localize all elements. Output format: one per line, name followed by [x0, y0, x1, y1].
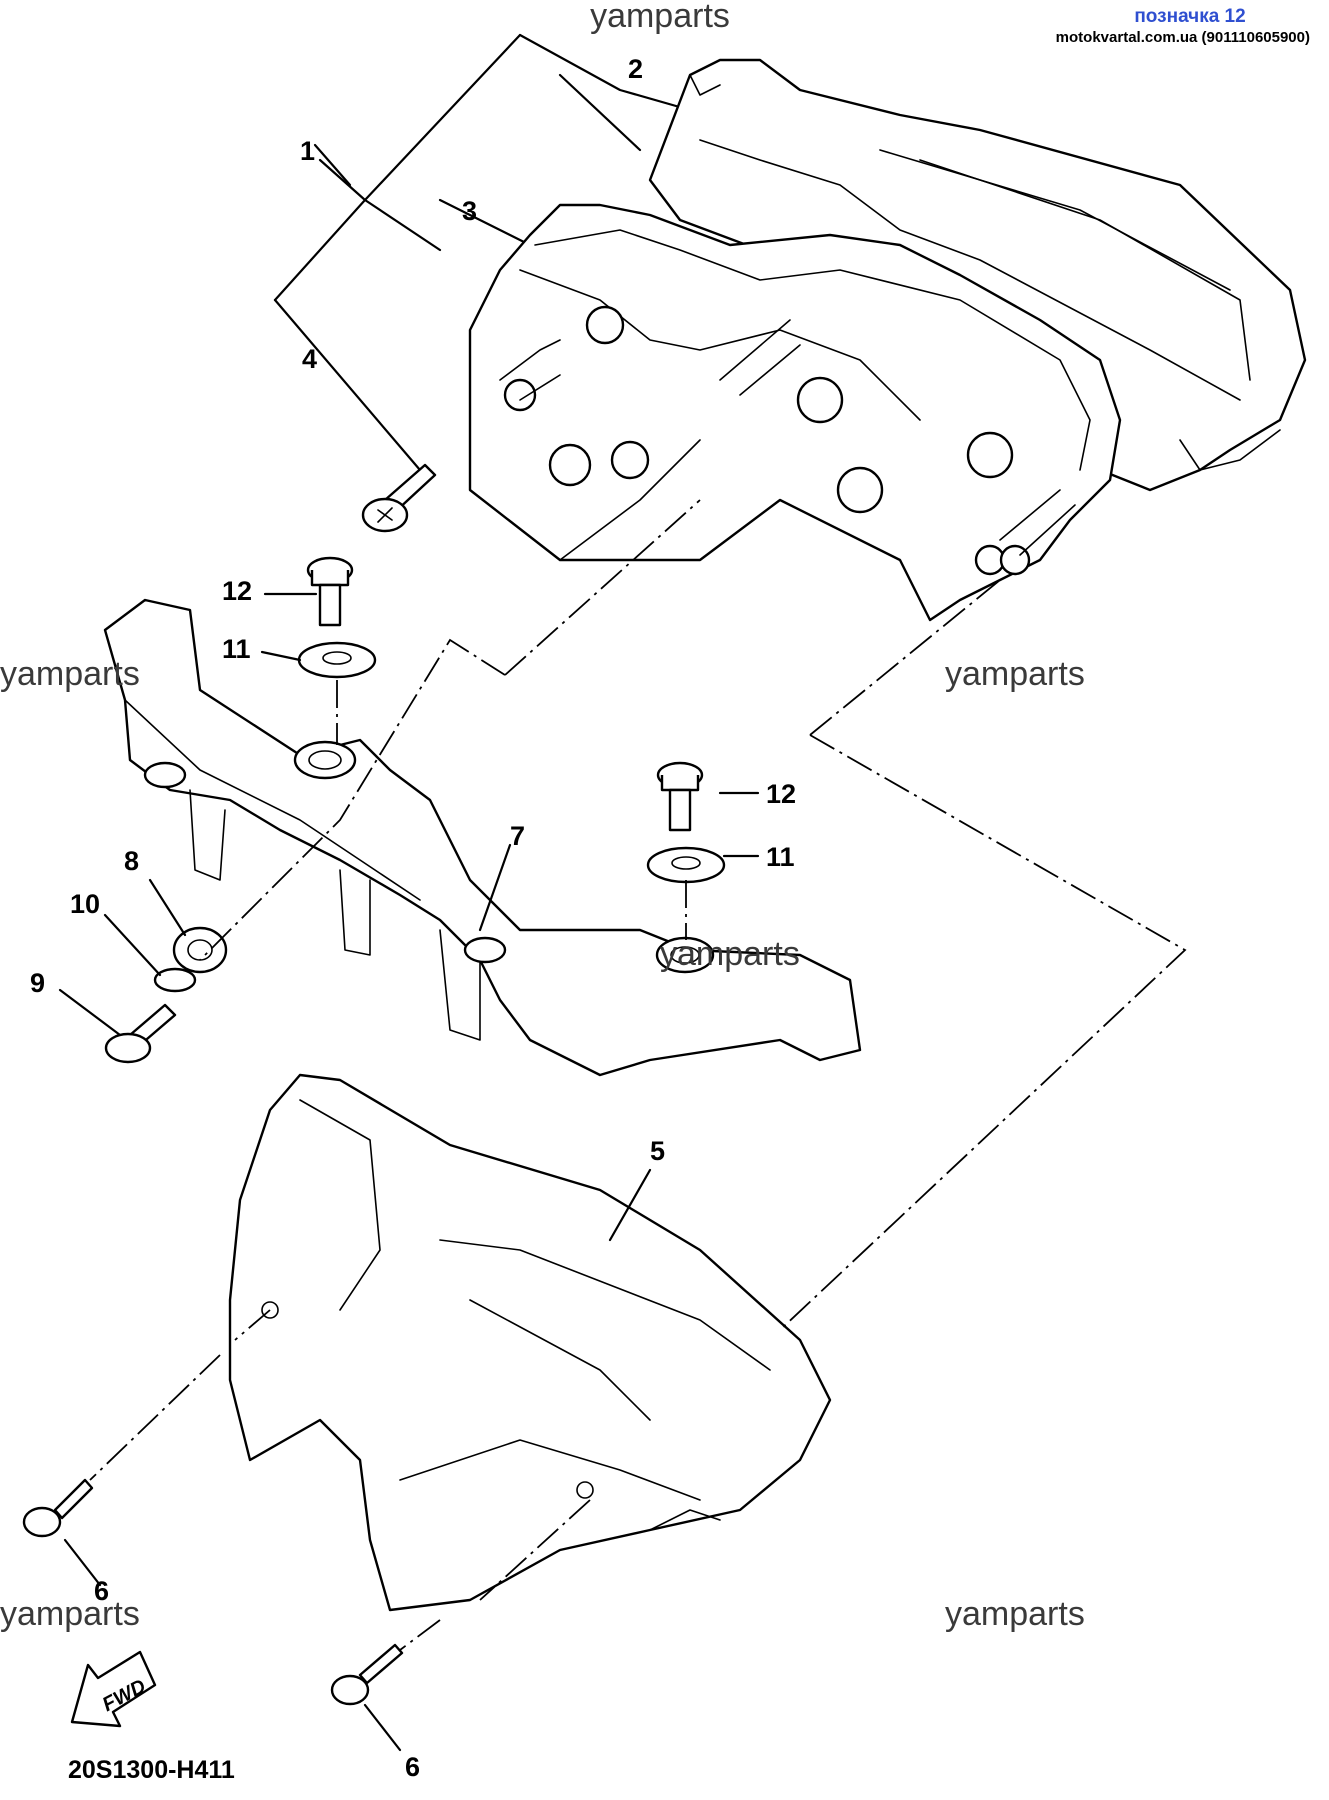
meter-bracket	[103, 598, 862, 1077]
part-label-3: 3	[462, 196, 477, 226]
grommet-11-right	[646, 846, 726, 884]
watermark: yamparts	[0, 1595, 140, 1633]
part-label-6-left: 6	[94, 1576, 109, 1606]
bolt-12-left	[306, 556, 354, 627]
bolt-6-right	[330, 1643, 404, 1706]
watermark: yamparts	[0, 655, 140, 693]
damper-8	[172, 926, 228, 974]
bolt-6-left	[22, 1478, 94, 1538]
leader-lines	[58, 592, 760, 1752]
meter-cover	[228, 1073, 832, 1612]
washer-10	[153, 967, 197, 993]
watermark: yamparts	[660, 935, 800, 973]
part-label-12-left: 12	[222, 576, 252, 606]
fwd-arrow-icon: FWD	[70, 1650, 157, 1728]
part-label-8: 8	[124, 846, 139, 876]
watermarks: yamparts yamparts yamparts yamparts yamp…	[0, 655, 1085, 1633]
part-label-2: 2	[628, 54, 643, 84]
watermark-top: yamparts	[590, 0, 730, 35]
grommet-11-left	[297, 641, 377, 679]
watermark: yamparts	[945, 1595, 1085, 1633]
part-label-12-right: 12	[766, 779, 796, 809]
part-label-7: 7	[510, 821, 525, 851]
part-label-9: 9	[30, 968, 45, 998]
diagram-code: 20S1300-H411	[68, 1756, 235, 1784]
part-label-10: 10	[70, 889, 100, 919]
screw-9	[104, 1003, 177, 1064]
site-contact: motokvartal.com.ua (901110605900)	[1056, 29, 1310, 46]
part-label-4: 4	[302, 344, 317, 374]
part-numbers: 1 2 3 4 5 6 6 7 8 9 10 11 11 12 12	[30, 54, 796, 1782]
meter-front-body	[468, 203, 1122, 622]
part-label-1: 1	[300, 136, 315, 166]
bolt-12-right	[656, 761, 704, 832]
part-label-11-right: 11	[766, 842, 795, 872]
assembly-lines	[89, 499, 1187, 1651]
watermark: yamparts	[945, 655, 1085, 693]
bracket-lines	[273, 33, 692, 472]
note-label: позначка 12	[1134, 6, 1245, 27]
screw-4	[361, 463, 437, 533]
part-label-5: 5	[650, 1136, 665, 1166]
part-label-6-right: 6	[405, 1752, 420, 1782]
part-label-11-left: 11	[222, 634, 251, 664]
